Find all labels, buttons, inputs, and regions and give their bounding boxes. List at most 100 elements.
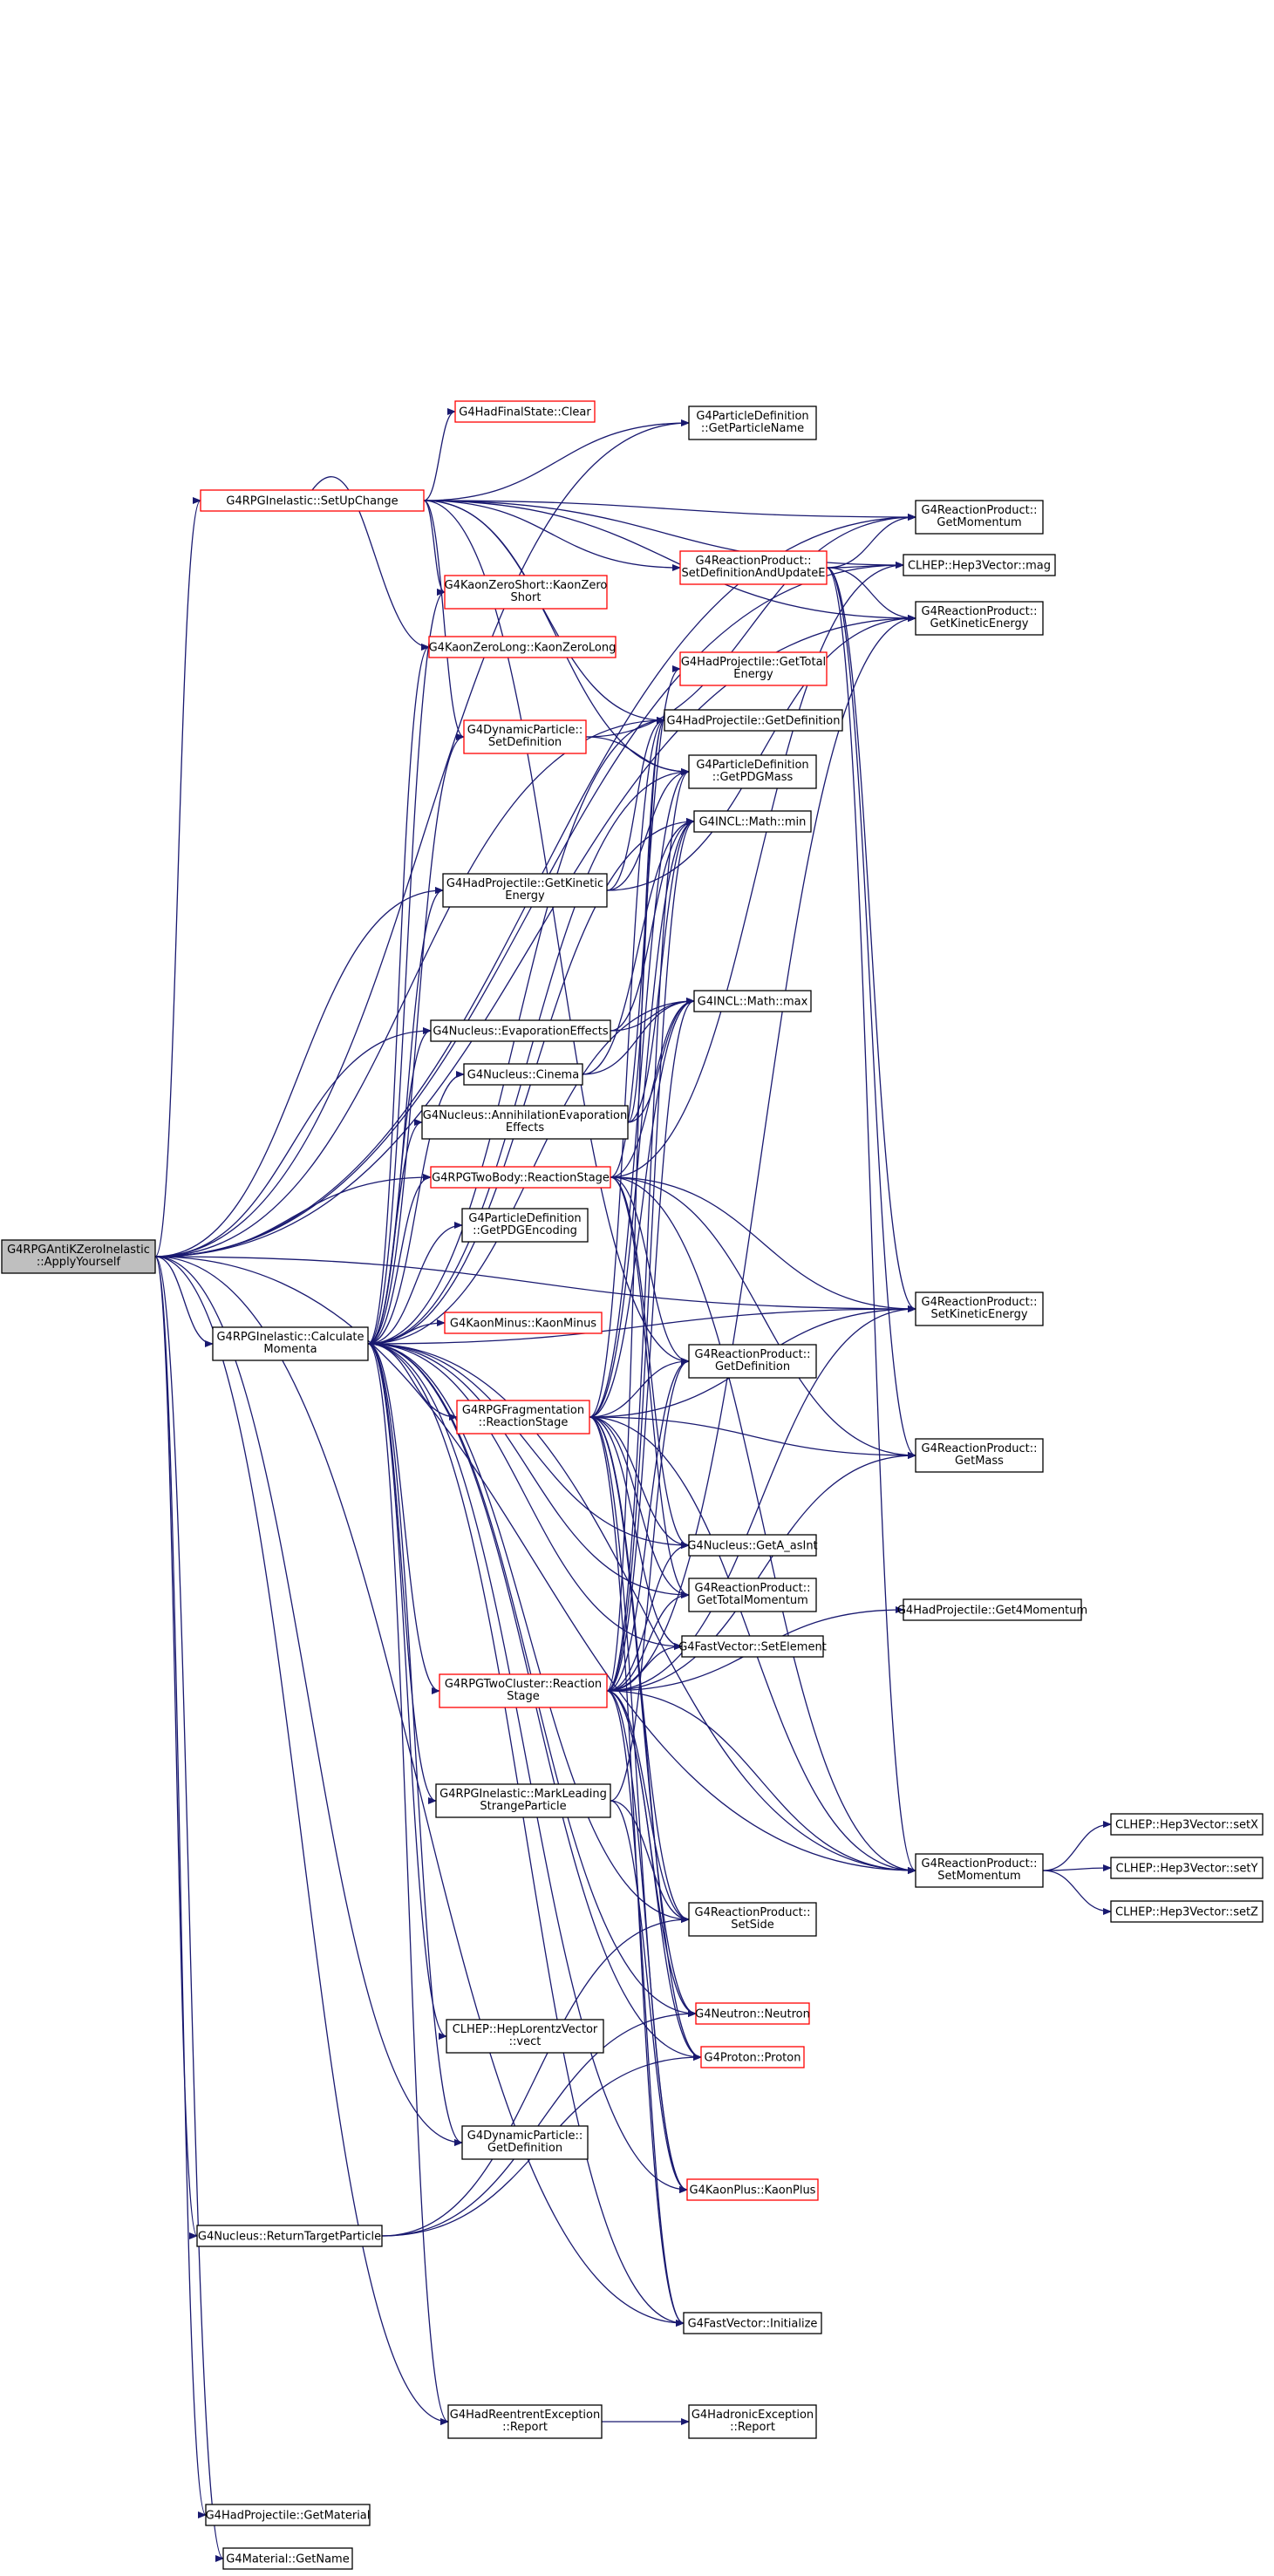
node-label: G4ParticleDefinition — [696, 410, 808, 423]
call-edge-calc-to-dynSetDef — [367, 733, 465, 1345]
call-edge-twoBody-to-rpTotMom — [610, 1176, 690, 1598]
function-node-g4rpgantikzeroinelastic-applyyourself[interactable]: G4RPGAntiKZeroInelastic::ApplyYourself — [1, 1239, 156, 1274]
function-node-g4nucleus-returntargetparticle[interactable]: G4Nucleus::ReturnTargetParticle — [196, 2225, 383, 2247]
node-label: CLHEP::Hep3Vector::setZ — [1115, 1906, 1258, 1919]
node-box — [695, 2002, 810, 2025]
call-edge-twoCluster-to-rpGetDef — [606, 1358, 690, 1692]
function-node-g4particledefinition-getpdgmass[interactable]: G4ParticleDefinition::GetPDGMass — [688, 754, 817, 789]
function-node-g4rpginelastic-markleading-strangeparticle[interactable]: G4RPGInelastic::MarkLeadingStrangePartic… — [435, 1783, 611, 1818]
function-node-g4nucleus-cinema[interactable]: G4Nucleus::Cinema — [463, 1063, 583, 1086]
node-label: G4HadFinalState::Clear — [459, 406, 591, 419]
call-edge-setup-to-k0short — [423, 500, 446, 596]
function-node-g4dynamicparticle-getdefinition[interactable]: G4DynamicParticle::GetDefinition — [461, 2125, 589, 2160]
call-edge-twoBody-to-rpSetKE — [610, 1176, 916, 1312]
function-node-g4kaonplus-kaonplus[interactable]: G4KaonPlus::KaonPlus — [686, 2178, 819, 2201]
function-node-g4neutron-neutron[interactable]: G4Neutron::Neutron — [695, 2002, 810, 2025]
function-node-g4rpgfragmentation-reactionstage[interactable]: G4RPGFragmentation::ReactionStage — [456, 1400, 590, 1435]
node-box — [915, 500, 1044, 535]
call-edge-evapEff-to-mathMin — [610, 818, 695, 1032]
function-node-g4material-getname[interactable]: G4Material::GetName — [222, 2547, 353, 2570]
function-node-g4particledefinition-getparticlename[interactable]: G4ParticleDefinition::GetParticleName — [688, 405, 817, 440]
node-label: G4HadReentrentException — [450, 2409, 601, 2422]
node-label: G4KaonZeroShort::KaonZero — [445, 579, 608, 592]
call-edge-twoCluster-to-fvInit — [606, 1690, 685, 2327]
function-node-clhep-hep3vector-setz[interactable]: CLHEP::Hep3Vector::setZ — [1110, 1900, 1264, 1923]
node-box — [686, 2178, 819, 2201]
node-box — [664, 709, 843, 732]
node-box — [430, 1019, 611, 1042]
function-node-g4hadprojectile-get4momentum[interactable]: G4HadProjectile::Get4Momentum — [897, 1598, 1087, 1621]
call-edge-markLeading-to-rpGetDef — [610, 1358, 690, 1802]
function-node-g4reactionproduct-setkineticenergy[interactable]: G4ReactionProduct::SetKineticEnergy — [915, 1291, 1044, 1326]
function-node-g4kaonzeroshort-kaonzero-short[interactable]: G4KaonZeroShort::KaonZeroShort — [444, 575, 608, 610]
function-node-g4hadreentrentexception-report[interactable]: G4HadReentrentException::Report — [447, 2404, 603, 2439]
call-edge-calc-to-cinema — [367, 1071, 465, 1345]
function-node-g4kaonminus-kaonminus[interactable]: G4KaonMinus::KaonMinus — [444, 1312, 603, 1334]
function-node-g4reactionproduct-gettotalmomentum[interactable]: G4ReactionProduct::GetTotalMomentum — [688, 1578, 817, 1612]
function-node-clhep-hep3vector-sety[interactable]: CLHEP::Hep3Vector::setY — [1110, 1857, 1264, 1879]
function-node-g4reactionproduct-setdefinitionandupdatee[interactable]: G4ReactionProduct::SetDefinitionAndUpdat… — [679, 550, 828, 585]
node-label: Effects — [506, 1121, 544, 1135]
node-label: G4Nucleus::GetA_asInt — [687, 1540, 817, 1553]
call-edge-markLeading-to-kplus — [610, 1800, 688, 2193]
function-node-g4rpgtwobody-reactionstage[interactable]: G4RPGTwoBody::ReactionStage — [430, 1166, 611, 1189]
function-node-g4hadronicexception-report[interactable]: G4HadronicException::Report — [688, 2404, 817, 2439]
node-label: G4RPGInelastic::Calculate — [216, 1331, 364, 1344]
node-label: G4INCL::Math::max — [698, 996, 808, 1009]
function-node-g4proton-proton[interactable]: G4Proton::Proton — [700, 2046, 805, 2068]
node-label: G4FastVector::SetElement — [678, 1641, 827, 1654]
node-label: G4RPGAntiKZeroInelastic — [7, 1244, 150, 1257]
function-node-g4incl-math-min[interactable]: G4INCL::Math::min — [693, 810, 812, 833]
node-label: G4ReactionProduct:: — [922, 504, 1038, 517]
function-node-g4nucleus-evaporationeffects[interactable]: G4Nucleus::EvaporationEffects — [430, 1019, 611, 1042]
function-node-g4incl-math-max[interactable]: G4INCL::Math::max — [693, 990, 812, 1012]
node-label: G4DynamicParticle:: — [467, 2130, 582, 2143]
function-node-clhep-heplorentzvector-vect[interactable]: CLHEP::HepLorentzVector::vect — [446, 2019, 604, 2054]
function-node-g4reactionproduct-getkineticenergy[interactable]: G4ReactionProduct::GetKineticEnergy — [915, 601, 1044, 636]
node-box — [700, 2046, 805, 2068]
function-node-g4hadprojectile-getdefinition[interactable]: G4HadProjectile::GetDefinition — [664, 709, 843, 732]
call-edge-calc-to-markLeading — [367, 1343, 437, 1804]
function-node-g4reactionproduct-getdefinition[interactable]: G4ReactionProduct::GetDefinition — [688, 1344, 817, 1379]
function-node-g4hadfinalstate-clear[interactable]: G4HadFinalState::Clear — [454, 400, 596, 423]
call-edge-twoCluster-to-rpTotMom — [606, 1591, 690, 1692]
function-node-g4nucleus-annihilationevaporation-effects[interactable]: G4Nucleus::AnnihilationEvaporationEffect… — [421, 1105, 629, 1140]
node-label: SetDefinitionAndUpdateE — [682, 567, 826, 580]
call-edge-twoBody-to-vecMag — [610, 562, 904, 1178]
function-node-g4reactionproduct-getmomentum[interactable]: G4ReactionProduct::GetMomentum — [915, 500, 1044, 535]
function-node-g4reactionproduct-setside[interactable]: G4ReactionProduct::SetSide — [688, 1902, 817, 1937]
function-node-g4hadprojectile-getmaterial[interactable]: G4HadProjectile::GetMaterial — [205, 2504, 371, 2526]
node-label: ::Report — [502, 2421, 548, 2434]
function-node-g4fastvector-initialize[interactable]: G4FastVector::Initialize — [683, 2312, 822, 2334]
function-node-g4rpginelastic-setupchange[interactable]: G4RPGInelastic::SetUpChange — [200, 489, 425, 512]
function-node-g4reactionproduct-setmomentum[interactable]: G4ReactionProduct::SetMomentum — [915, 1853, 1044, 1888]
call-edge-calc-to-twoBody — [367, 1174, 432, 1345]
function-node-g4hadprojectile-getkinetic-energy[interactable]: G4HadProjectile::GetKineticEnergy — [442, 873, 608, 908]
call-edge-projGetKE-to-projGetDef — [606, 717, 665, 891]
call-edge-rpSetDefE-to-rpGetMom — [826, 514, 916, 569]
node-box — [915, 1291, 1044, 1326]
function-node-g4kaonzerolong-kaonzerolong[interactable]: G4KaonZeroLong::KaonZeroLong — [428, 636, 617, 658]
function-node-g4nucleus-geta-asint[interactable]: G4Nucleus::GetA_asInt — [687, 1534, 818, 1557]
call-edge-projGetKE-to-pdgMass — [606, 768, 690, 891]
function-node-g4rpgtwocluster-reaction-stage[interactable]: G4RPGTwoCluster::ReactionStage — [439, 1673, 608, 1708]
call-edge-root-to-dynGetDef — [154, 1256, 463, 2146]
function-node-g4dynamicparticle-setdefinition[interactable]: G4DynamicParticle::SetDefinition — [463, 719, 587, 754]
call-edge-root-to-evapEff — [154, 1027, 432, 1257]
node-label: GetMomentum — [937, 516, 1021, 529]
function-node-clhep-hep3vector-setx[interactable]: CLHEP::Hep3Vector::setX — [1110, 1813, 1264, 1836]
function-node-g4fastvector-setelement[interactable]: G4FastVector::SetElement — [678, 1635, 827, 1658]
node-label: G4Proton::Proton — [705, 2052, 801, 2065]
node-box — [688, 754, 817, 789]
function-node-g4reactionproduct-getmass[interactable]: G4ReactionProduct::GetMass — [915, 1438, 1044, 1473]
call-edge-setup-to-pdGetName — [423, 419, 690, 501]
node-box — [679, 550, 828, 585]
function-node-g4particledefinition-getpdgencoding[interactable]: G4ParticleDefinition::GetPDGEncoding — [461, 1208, 589, 1243]
node-label: G4Nucleus::AnnihilationEvaporation — [423, 1109, 627, 1122]
function-node-clhep-hep3vector-mag[interactable]: CLHEP::Hep3Vector::mag — [903, 554, 1056, 576]
node-label: G4DynamicParticle:: — [467, 724, 582, 737]
node-box — [222, 2547, 353, 2570]
call-edge-markLeading-to-rpSetSide — [610, 1800, 690, 1923]
